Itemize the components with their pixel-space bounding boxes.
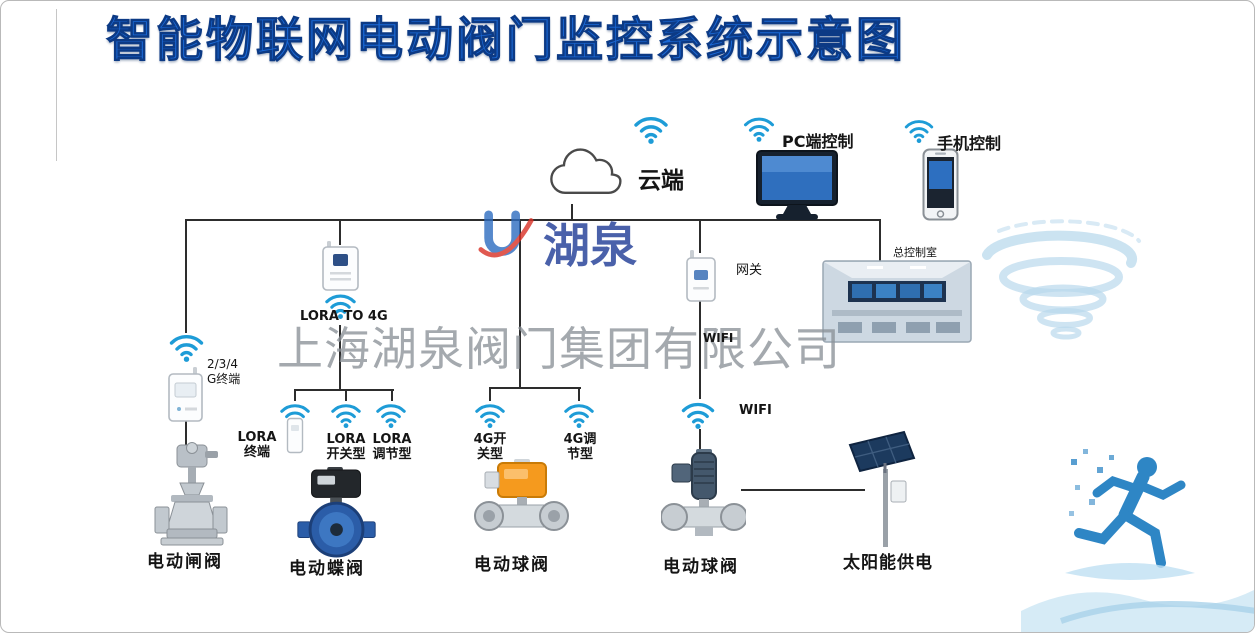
lora-terminal-device — [286, 417, 304, 454]
branch-label-line1: LORA — [326, 432, 366, 447]
cloud-label: 云端 — [638, 168, 684, 194]
wifi-icon-pc — [741, 112, 777, 143]
lora-to-4g-label: LORA TO 4G — [300, 309, 388, 324]
wifi-icon-cloud — [631, 111, 671, 145]
ball-valve-orange-image — [474, 459, 569, 549]
connector-drop-gateway — [699, 219, 701, 253]
device-label-ball-valve-2: 电动球阀 — [663, 557, 739, 577]
connector-lora-stub-3 — [391, 389, 393, 401]
branch-label-line1: 4G开 — [473, 432, 507, 447]
branch-label-line2: 调节型 — [372, 447, 412, 462]
wifi-branch-label: WIFI — [739, 403, 772, 418]
branch-label-line1: LORA — [237, 430, 277, 445]
g234-label-line2: G终端 — [207, 372, 241, 386]
connector-drop-lora4g — [339, 219, 341, 245]
huquan-logo-icon — [477, 209, 535, 265]
pc-control-label: PC端控制 — [782, 132, 854, 151]
branch-label-line2: 节型 — [566, 447, 593, 462]
gateway-label: 网关 — [736, 263, 763, 278]
connector-drop-g234 — [185, 219, 187, 333]
device-label-gate-valve: 电动闸阀 — [147, 552, 223, 572]
diagram-title: 智能物联网电动阀门监控系统示意图 — [106, 13, 906, 69]
solar-power-image — [846, 429, 926, 551]
wifi-icon-g234 — [166, 329, 207, 363]
ball-valve-dark-image — [661, 449, 746, 549]
connector-lora-branch — [294, 389, 394, 391]
huquan-logo-text: 湖泉 — [543, 219, 637, 274]
branch-label-line1: LORA — [372, 432, 412, 447]
phone-control-label: 手机控制 — [937, 134, 1002, 153]
device-label-solar: 太阳能供电 — [843, 553, 933, 573]
connector-4g-stub-1 — [489, 387, 491, 401]
gateway-device — [684, 250, 718, 303]
connector-g234-valve — [185, 421, 187, 449]
vortex-decoration — [969, 213, 1149, 388]
connector-cloud-stem — [571, 204, 573, 220]
butterfly-valve-image — [297, 467, 377, 559]
connector-valve-solar — [741, 489, 865, 491]
branch-label-lora-switch: LORA 开关型 — [318, 432, 374, 462]
branch-label-lora-regulate: LORA 调节型 — [364, 432, 420, 462]
connector-lora-stub-2 — [345, 389, 347, 401]
wifi-icon-lora-regulate — [373, 399, 409, 429]
branch-label-line2: 关型 — [476, 447, 503, 462]
cloud-icon — [541, 140, 631, 206]
wifi-icon-lora-switch — [328, 399, 364, 429]
wifi-icon-4g-regulate — [561, 399, 597, 429]
branch-label-line2: 开关型 — [326, 447, 366, 462]
wifi-icon-wifi-branch — [678, 397, 718, 430]
control-room-image — [822, 260, 972, 343]
connector-lora-feed — [339, 325, 341, 391]
branch-label-4g-regulate: 4G调 节型 — [554, 432, 606, 462]
smartphone-icon — [922, 148, 959, 221]
page-edge-artifact — [56, 9, 57, 161]
connector-lora-stub-1 — [294, 389, 296, 401]
device-label-butterfly-valve: 电动蝶阀 — [289, 559, 365, 579]
branch-label-4g-switch: 4G开 关型 — [464, 432, 516, 462]
wifi-on-line-label: WIFI — [703, 331, 734, 345]
company-watermark: 上海湖泉阀门集团有限公司 — [277, 322, 841, 376]
connector-4g-branch — [489, 387, 581, 389]
g234-label-line1: 2/3/4 — [207, 357, 238, 371]
g234-terminal-label: 2/3/4 G终端 — [207, 357, 240, 387]
connector-wifi-valve — [699, 429, 701, 453]
branch-label-line1: 4G调 — [563, 432, 597, 447]
connector-gateway-wifi — [699, 301, 701, 399]
gate-valve-image — [147, 441, 235, 547]
connector-drop-controlroom — [879, 219, 881, 263]
control-room-label: 总控制室 — [893, 246, 937, 259]
pc-monitor-icon — [755, 149, 839, 223]
g234-terminal-device — [167, 367, 204, 423]
branch-label-line2: 终端 — [243, 445, 270, 460]
runner-decoration — [1063, 441, 1198, 591]
connector-drop-4g — [519, 219, 521, 389]
wifi-icon-4g-switch — [472, 399, 508, 429]
device-label-ball-valve-1: 电动球阀 — [474, 555, 550, 575]
wifi-icon-phone — [902, 115, 936, 144]
lora-to-4g-device — [321, 241, 360, 291]
connector-4g-stub-2 — [578, 387, 580, 401]
branch-label-lora-terminal: LORA 终端 — [229, 430, 285, 460]
